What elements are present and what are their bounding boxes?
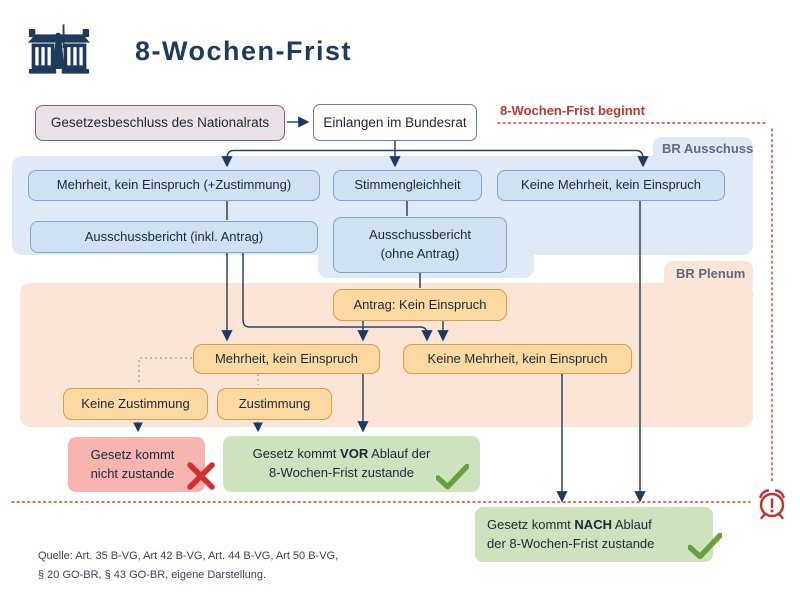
box-einlangen-bundesrat: Einlangen im Bundesrat [313, 104, 477, 141]
box-ausschuss-keine-mehrheit: Keine Mehrheit, kein Einspruch [497, 170, 725, 201]
checkmark-icon [436, 464, 469, 490]
box-ausschussbericht-ohne-antrag: Ausschussbericht (ohne Antrag) [333, 217, 507, 273]
x-icon [187, 462, 215, 490]
br-plenum-tab [664, 261, 753, 287]
br-ausschuss-label: BR Ausschuss [662, 141, 754, 156]
alarm-clock-icon [759, 489, 785, 520]
box-gesetz-nicht-zustande: Gesetz kommt nicht zustande [68, 437, 205, 492]
report-ohne-line2: (ohne Antrag) [380, 246, 460, 261]
fail-line1: Gesetz kommt [90, 446, 175, 462]
after-pre: Gesetz kommt [487, 516, 575, 532]
after-line1: Gesetz kommt NACH Ablauf [487, 516, 654, 535]
br-ausschuss-tab [653, 137, 753, 163]
after-line2: der 8-Wochen-Frist zustande [487, 535, 655, 551]
box-antrag-kein-einspruch: Antrag: Kein Einspruch [333, 289, 507, 321]
source-note: Quelle: Art. 35 B-VG, Art 42 B-VG, Art. … [38, 547, 338, 586]
box-gesetz-nach-ablauf: Gesetz kommt NACH Ablauf der 8-Wochen-Fr… [475, 507, 713, 562]
before-line1: Gesetz kommt VOR Ablauf der [253, 445, 431, 464]
source-line1: Quelle: Art. 35 B-VG, Art 42 B-VG, Art. … [38, 550, 339, 562]
source-line2: § 20 GO-BR, § 43 GO-BR, eigene Darstellu… [38, 569, 267, 582]
page-title: 8-Wochen-Frist [135, 36, 353, 66]
box-gesetzesbeschluss-nationalrat: Gesetzesbeschluss des Nationalrats [35, 105, 285, 141]
box-ausschussbericht-inkl-antrag: Ausschussbericht (inkl. Antrag) [30, 221, 318, 253]
after-bold: NACH [574, 516, 612, 532]
before-post: Ablauf der [368, 446, 431, 462]
box-zustimmung: Zustimmung [217, 388, 332, 420]
before-pre: Gesetz kommt [252, 446, 341, 462]
box-ausschuss-stimmengleichheit: Stimmengleichheit [333, 170, 482, 201]
box-ausschuss-mehrheit: Mehrheit, kein Einspruch (+Zustimmung) [28, 170, 320, 201]
br-plenum-label: BR Plenum [676, 266, 746, 281]
fail-line2: nicht zustande [90, 465, 175, 481]
parliament-icon [28, 24, 90, 74]
checkmark-icon [688, 533, 722, 560]
after-post: Ablauf [611, 516, 652, 532]
before-bold: VOR [340, 446, 369, 462]
before-line2: 8-Wochen-Frist zustande [269, 465, 414, 480]
box-gesetz-vor-ablauf: Gesetz kommt VOR Ablauf der 8-Wochen-Fri… [223, 436, 480, 492]
deadline-start-label: 8-Wochen-Frist beginnt [500, 103, 645, 118]
report-ohne-line1: Ausschussbericht [369, 227, 471, 243]
box-keine-zustimmung: Keine Zustimmung [63, 388, 208, 420]
box-plenum-keine-mehrheit: Keine Mehrheit, kein Einspruch [403, 344, 632, 374]
box-plenum-mehrheit: Mehrheit, kein Einspruch [193, 344, 380, 374]
